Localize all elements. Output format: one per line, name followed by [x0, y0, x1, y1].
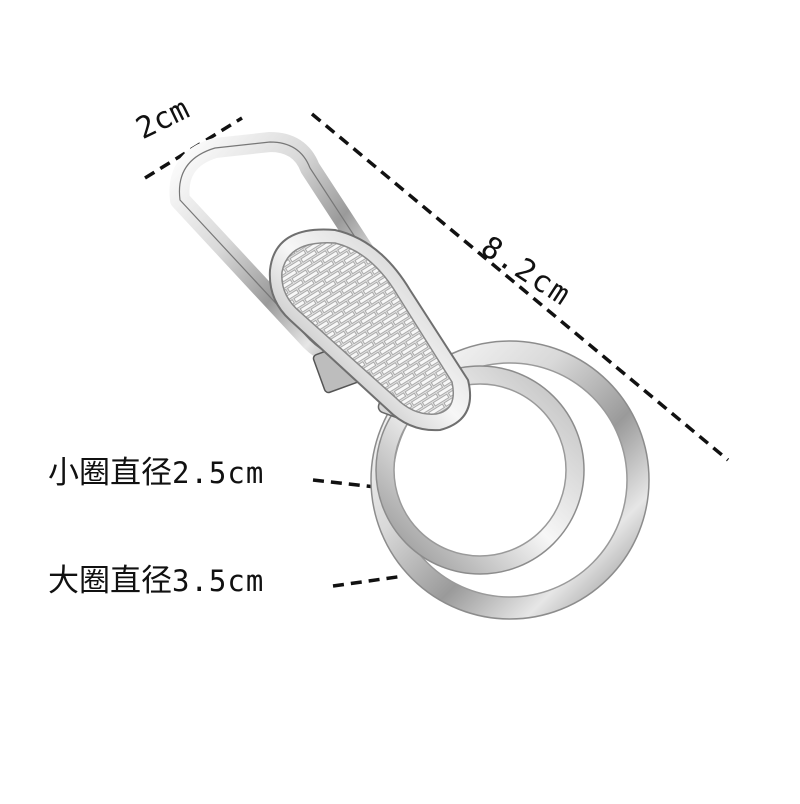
length-dimension-line	[310, 112, 730, 462]
small-ring-value: 2.5cm	[172, 456, 265, 490]
large-ring-text: 大圈直径	[48, 563, 172, 599]
large-ring-value: 3.5cm	[172, 564, 265, 598]
large-ring-leader-line	[332, 574, 405, 588]
small-ring-text: 小圈直径	[48, 455, 172, 491]
small-ring	[375, 365, 585, 575]
teardrop-plate	[268, 228, 472, 432]
small-ring-diameter-label: 小圈直径2.5cm	[48, 458, 264, 489]
large-ring-diameter-label: 大圈直径3.5cm	[48, 566, 264, 597]
